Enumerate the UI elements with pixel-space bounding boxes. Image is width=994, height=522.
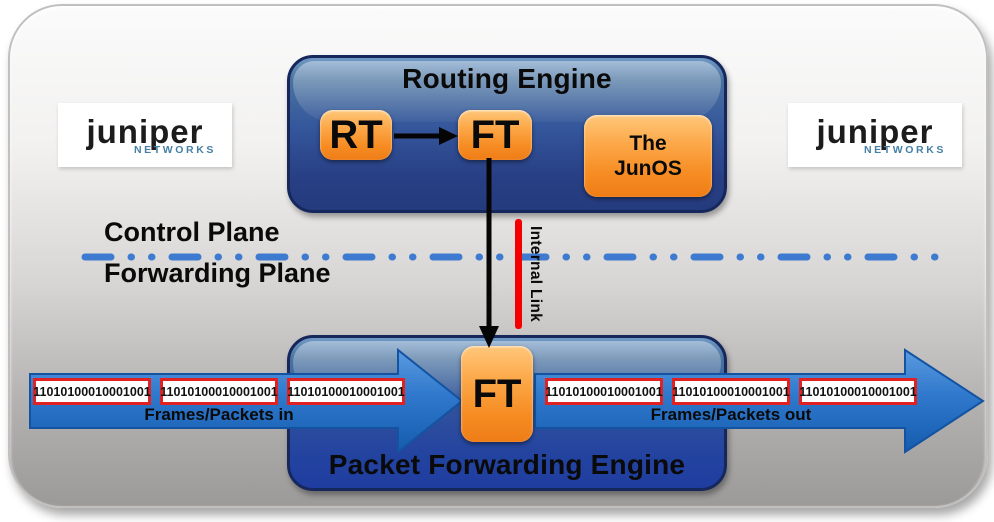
pfe-title: Packet Forwarding Engine	[328, 449, 686, 480]
juniper-logo-networks: NETWORKS	[863, 143, 946, 156]
packet-bits: 11010100010001001	[672, 378, 790, 405]
packet-bits: 11010100010001001	[287, 378, 405, 405]
rt-to-ft-arrow	[394, 127, 458, 145]
ft-box-pfe: FT	[461, 346, 533, 442]
frames-in-label: Frames/Packets in	[144, 405, 294, 424]
control-plane-label: Control Plane	[104, 217, 280, 247]
junos-line2: JunOS	[614, 157, 682, 180]
ft-re-label: FT	[470, 112, 520, 157]
juniper-logo-text: Juniper	[86, 112, 204, 150]
forwarding-plane-label: Forwarding Plane	[104, 258, 331, 288]
routing-engine-box: Routing Engine	[287, 55, 727, 213]
junos-line1: The	[629, 132, 667, 155]
rt-box: RT	[320, 110, 392, 160]
packet-bits: 11010100010001001	[545, 378, 663, 405]
juniper-logo-left: Juniper NETWORKS	[58, 103, 232, 167]
packet-bits: 11010100010001001	[33, 378, 151, 405]
internal-link-arrow	[479, 158, 499, 348]
juniper-logo-networks: NETWORKS	[133, 143, 216, 156]
ft-pfe-label: FT	[472, 371, 522, 416]
junos-box: The JunOS	[584, 115, 712, 197]
ft-box-re: FT	[458, 110, 532, 160]
packet-bits: 11010100010001001	[160, 378, 278, 405]
frames-out-label: Frames/Packets out	[650, 405, 812, 424]
packet-bits: 11010100010001001	[799, 378, 917, 405]
rt-label: RT	[329, 112, 383, 157]
juniper-logo-text: Juniper	[816, 112, 934, 150]
juniper-logo-right: Juniper NETWORKS	[788, 103, 962, 167]
internal-link-marker	[515, 219, 522, 329]
plane-separator-line	[81, 253, 947, 261]
internal-link-label: Internal Link	[527, 225, 544, 323]
routing-engine-title: Routing Engine	[402, 63, 612, 94]
